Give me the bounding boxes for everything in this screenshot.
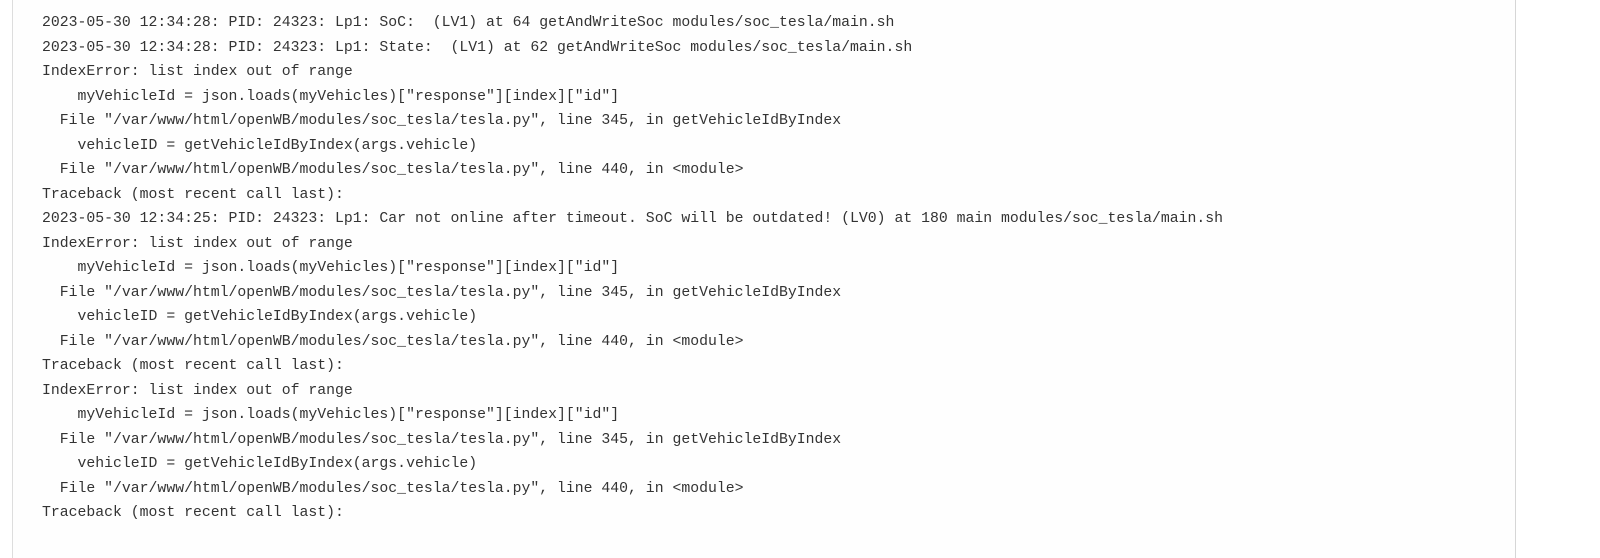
log-line: vehicleID = getVehicleIdByIndex(args.veh…	[42, 137, 478, 154]
log-line: Traceback (most recent call last):	[42, 358, 344, 374]
log-line: File "/var/www/html/openWB/modules/soc_t…	[42, 333, 744, 350]
log-line: 2023-05-30 12:34:28: PID: 24323: Lp1: So…	[42, 15, 895, 31]
log-line: IndexError: list index out of range	[42, 64, 353, 80]
log-panel: 2023-05-30 12:34:28: PID: 24323: Lp1: So…	[12, 0, 1516, 558]
log-line: 2023-05-30 12:34:25: PID: 24323: Lp1: Ca…	[42, 211, 1223, 227]
log-line: Traceback (most recent call last):	[42, 505, 344, 521]
log-line: vehicleID = getVehicleIdByIndex(args.veh…	[42, 456, 478, 472]
log-line: File "/var/www/html/openWB/modules/soc_t…	[42, 113, 842, 129]
log-line: File "/var/www/html/openWB/modules/soc_t…	[42, 480, 744, 497]
log-line: vehicleID = getVehicleIdByIndex(args.veh…	[42, 309, 478, 325]
log-line: IndexError: list index out of range	[42, 382, 353, 399]
log-line: File "/var/www/html/openWB/modules/soc_t…	[42, 162, 744, 178]
log-line: myVehicleId = json.loads(myVehicles)["re…	[42, 260, 620, 276]
log-line: Traceback (most recent call last):	[42, 186, 344, 203]
log-line: File "/var/www/html/openWB/modules/soc_t…	[42, 431, 842, 448]
log-line: myVehicleId = json.loads(myVehicles)["re…	[42, 407, 620, 423]
log-output: 2023-05-30 12:34:28: PID: 24323: Lp1: So…	[42, 11, 1223, 526]
log-line: myVehicleId = json.loads(myVehicles)["re…	[42, 88, 620, 105]
log-line: IndexError: list index out of range	[42, 235, 353, 252]
log-line: 2023-05-30 12:34:28: PID: 24323: Lp1: St…	[42, 39, 913, 56]
log-line: File "/var/www/html/openWB/modules/soc_t…	[42, 284, 842, 301]
